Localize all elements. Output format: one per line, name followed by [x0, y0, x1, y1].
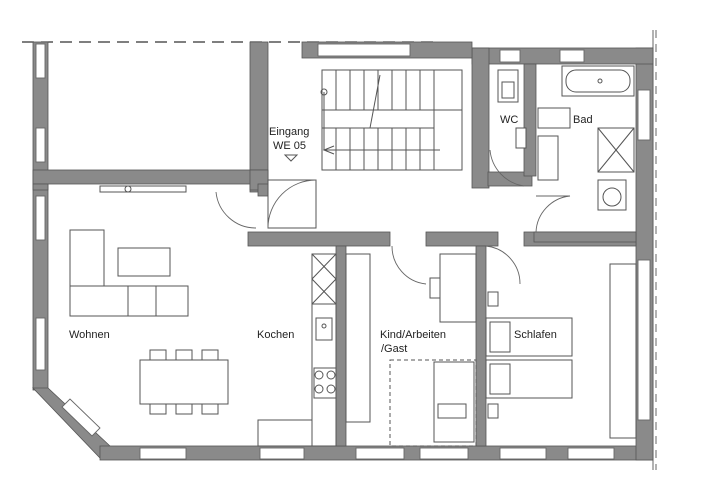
- bath-fixtures: [535, 65, 635, 233]
- windows: [35, 43, 651, 460]
- label-wc: WC: [500, 114, 519, 126]
- child-room-fixtures: [345, 245, 477, 447]
- living-furniture: [69, 185, 257, 415]
- staircase: [320, 69, 463, 171]
- label-entrance: Eingang: [269, 126, 310, 138]
- label-bath: Bad: [573, 114, 593, 126]
- label-unit: WE 05: [273, 140, 307, 152]
- entrance-door: [267, 154, 317, 229]
- wc-fixtures: [489, 69, 527, 187]
- label-child-room-line1: Kind/Arbeiten: [380, 329, 447, 341]
- kitchen-fixtures: [257, 253, 337, 447]
- label-kitchen: Kochen: [257, 329, 295, 341]
- label-child-room-line2: /Gast: [381, 343, 408, 355]
- label-living: Wohnen: [69, 329, 110, 341]
- label-bedroom: Schlafen: [514, 329, 557, 341]
- bedroom-fixtures: [485, 245, 637, 439]
